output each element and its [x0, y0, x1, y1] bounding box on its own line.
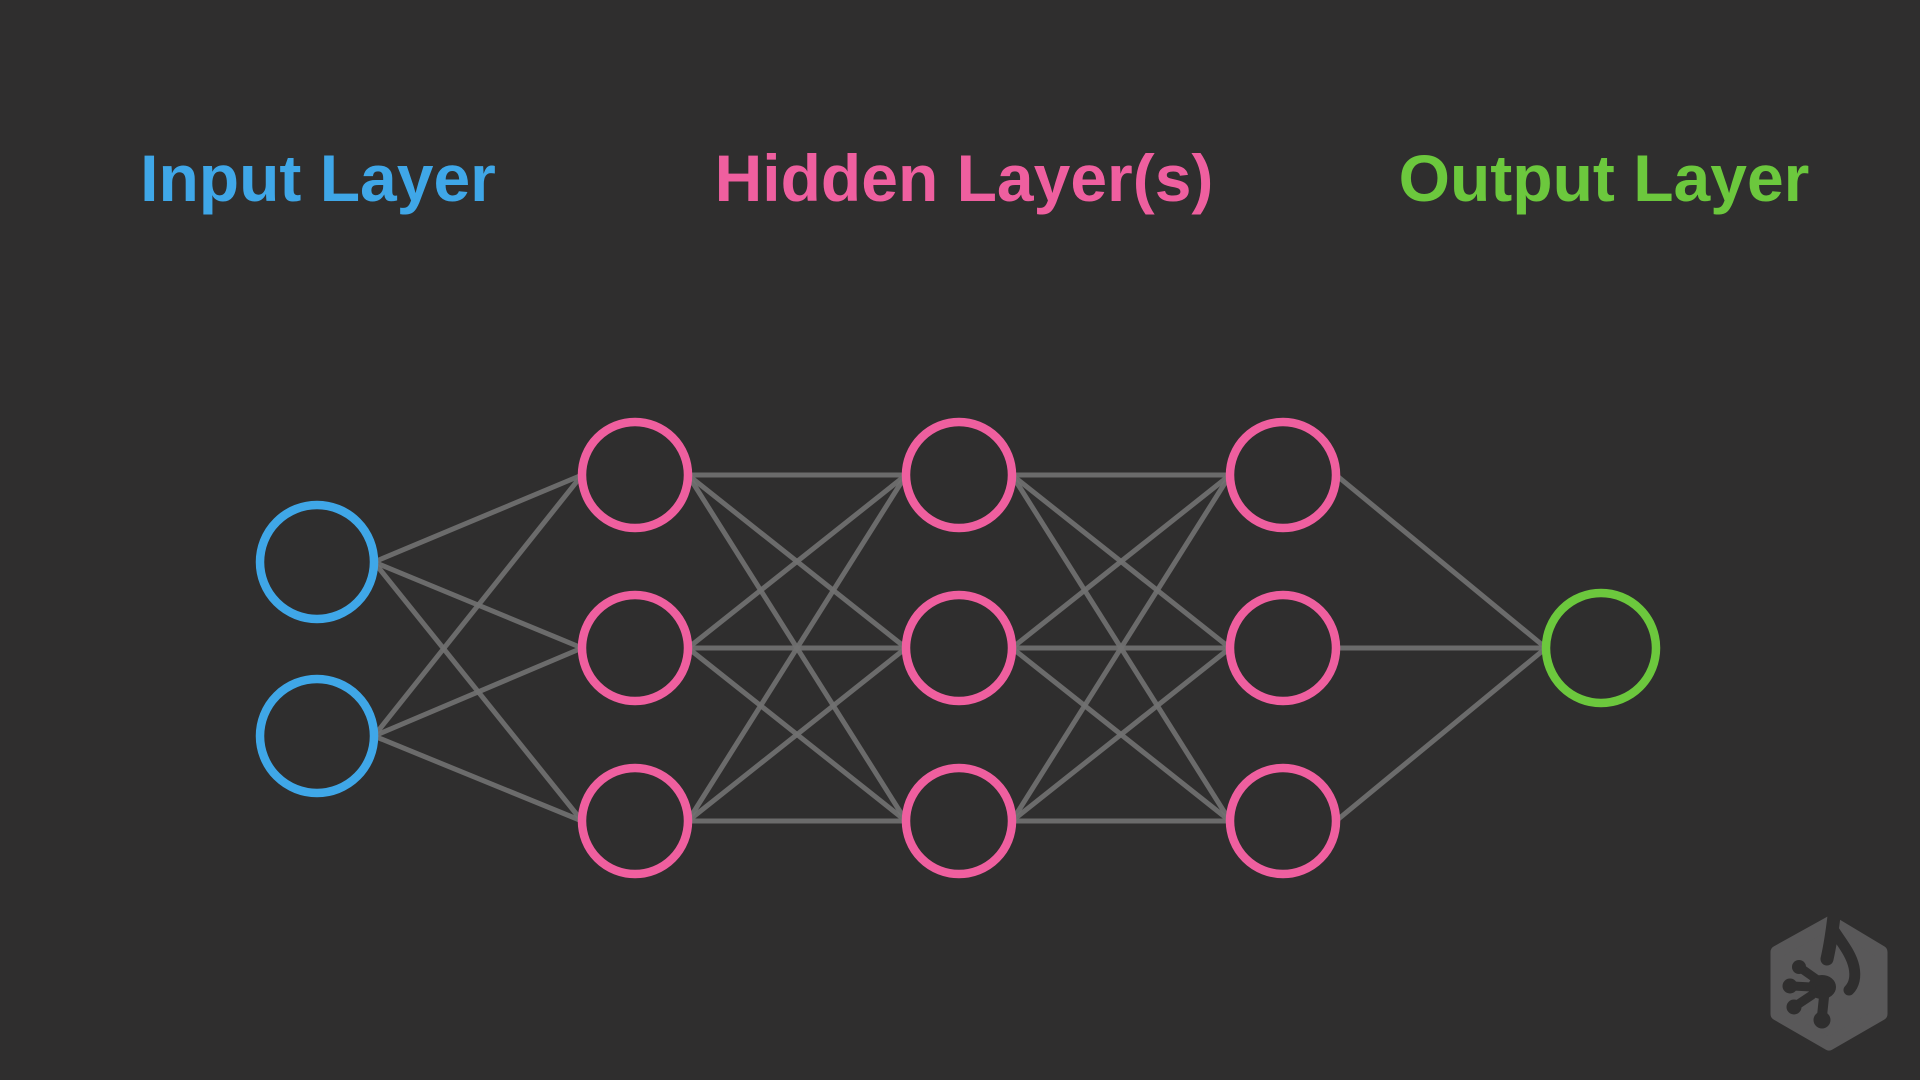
hidden-layer-label: Hidden Layer(s)	[714, 141, 1214, 215]
connection-line	[686, 473, 908, 650]
gecko-foot-hexagon-logo	[1770, 913, 1888, 1051]
layer-input-nodes	[255, 500, 379, 798]
hidden-neuron-node	[577, 417, 693, 533]
connection-line	[373, 733, 583, 824]
hidden-neuron-node	[901, 763, 1017, 879]
hidden-neuron-node	[1225, 763, 1341, 879]
hidden-neuron-node	[577, 763, 693, 879]
input-neuron-node	[255, 674, 379, 798]
layer-hidden-3-nodes	[1225, 417, 1341, 879]
output-neuron-node	[1541, 588, 1661, 708]
connection-line	[686, 646, 908, 823]
gecko-foot-cutout	[1782, 913, 1861, 1029]
input-layer-label: Input Layer	[140, 141, 496, 215]
connection-line	[1009, 473, 1233, 823]
connection-line	[1010, 473, 1232, 650]
connection-lines	[372, 472, 1548, 824]
input-neuron-node	[255, 500, 379, 624]
hidden-neuron-node	[577, 590, 693, 706]
neuron-nodes	[255, 417, 1661, 879]
connection-line	[373, 472, 583, 565]
hidden-neuron-node	[1225, 417, 1341, 533]
layer-output-nodes	[1541, 588, 1661, 708]
connection-line	[1334, 473, 1548, 650]
connection-line	[372, 473, 584, 738]
connection-line	[373, 645, 583, 739]
connection-line	[1334, 646, 1548, 823]
connection-line	[1010, 646, 1232, 823]
hidden-neuron-node	[901, 590, 1017, 706]
connection-line	[685, 473, 909, 823]
layer-hidden-2-nodes	[901, 417, 1017, 879]
layer-hidden-1-nodes	[577, 417, 693, 879]
hidden-neuron-node	[1225, 590, 1341, 706]
output-layer-label: Output Layer	[1398, 141, 1810, 215]
hidden-neuron-node	[901, 417, 1017, 533]
